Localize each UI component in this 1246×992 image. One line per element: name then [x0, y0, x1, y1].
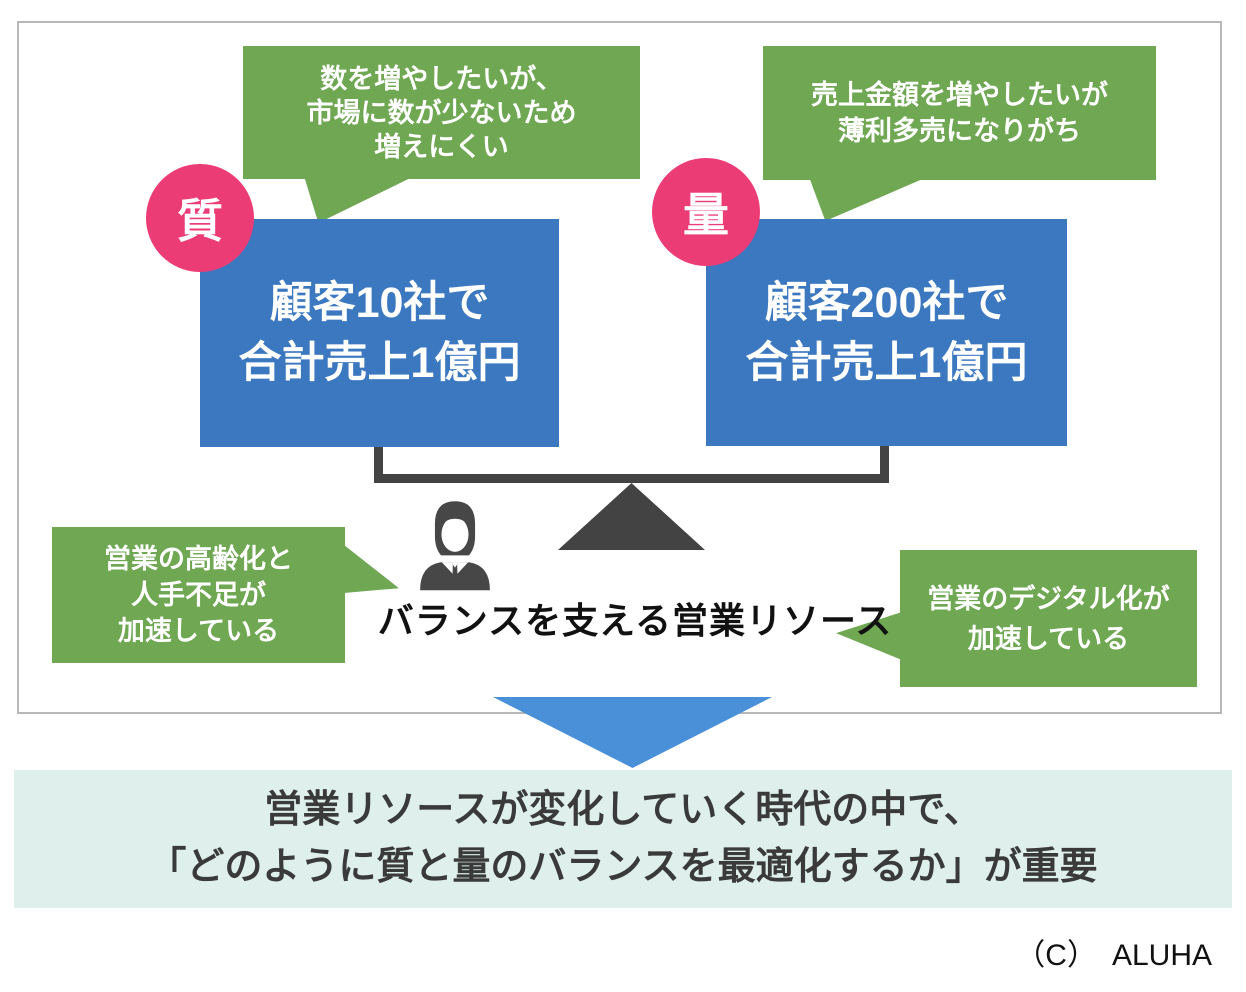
quantity-badge: 量 [652, 158, 760, 266]
speech-bubble-quality-issue: 数を増やしたいが、 市場に数が少ないため 増えにくい [243, 46, 640, 179]
box-line: 顧客200社で [764, 278, 1009, 327]
bubble-line: 営業のデジタル化が [927, 583, 1170, 614]
speech-bubble-quantity-issue: 売上金額を増やしたいが 薄利多売になりがち [763, 46, 1156, 180]
box-line: 顧客10社で [269, 279, 490, 327]
bubble-line: 加速している [117, 616, 280, 646]
box-line: 合計売上1億円 [238, 339, 521, 387]
bubble-line: 売上金額を増やしたいが [811, 80, 1108, 110]
speech-bubble-digitalization: 営業のデジタル化が 加速している [900, 550, 1197, 687]
down-arrow-icon [493, 697, 772, 768]
box-line: 合計売上1億円 [745, 338, 1028, 387]
banner-line: 営業リソースが変化していく時代の中で、 [264, 789, 982, 831]
balance-caption: バランスを支える営業リソース [377, 600, 893, 641]
bubble-line: 人手不足が [131, 580, 266, 610]
conclusion-banner: 営業リソースが変化していく時代の中で、 「どのように質と量のバランスを最適化する… [14, 770, 1232, 908]
banner-line: 「どのように質と量のバランスを最適化するか」が重要 [148, 846, 1098, 888]
bubble-line: 市場に数が少ないため [306, 97, 577, 128]
copyright-credit: （C） ALUHA [1015, 939, 1212, 972]
bubble-line: 増えにくい [374, 131, 509, 162]
bubble-line: 営業の高齢化と [104, 544, 293, 574]
seesaw-beam [374, 443, 889, 483]
bubble-line: 加速している [967, 623, 1130, 654]
quantity-sales-box: 顧客200社で 合計売上1億円 [706, 219, 1067, 446]
quality-badge: 質 [146, 164, 254, 272]
speech-bubble-aging-workforce: 営業の高齢化と 人手不足が 加速している [52, 527, 345, 663]
bubble-line: 数を増やしたいが、 [320, 63, 563, 94]
quality-sales-box: 顧客10社で 合計売上1億円 [200, 219, 559, 447]
bubble-line: 薄利多売になりがち [838, 116, 1081, 146]
businessman-icon [420, 501, 490, 591]
